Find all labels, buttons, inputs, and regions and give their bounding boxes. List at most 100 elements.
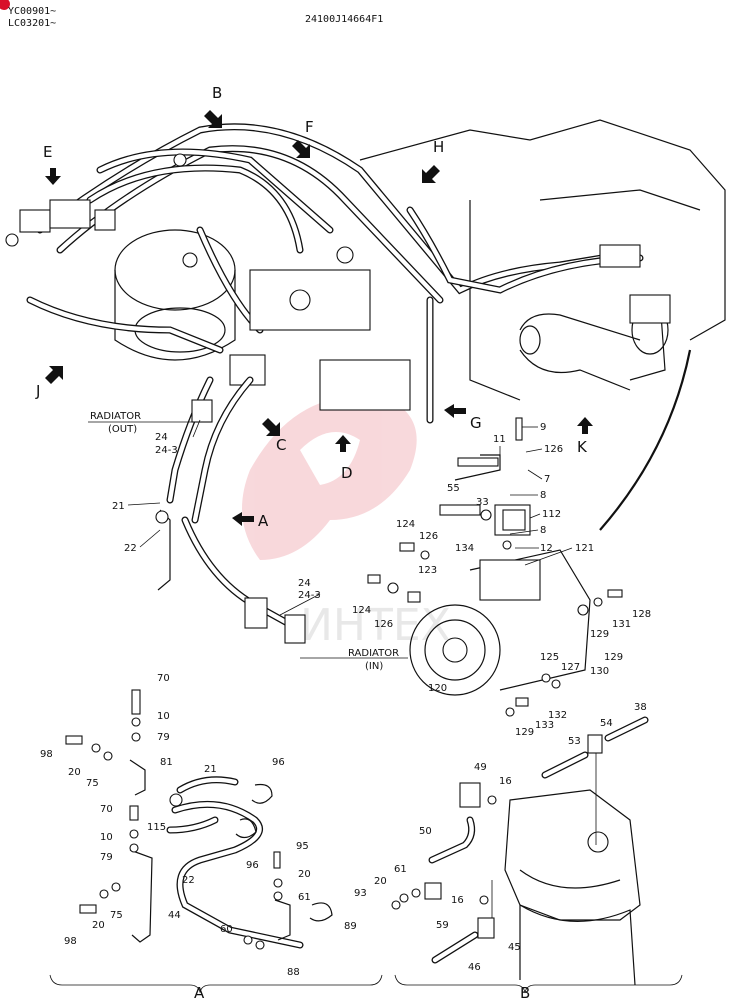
part-number: 20: [374, 876, 387, 887]
part-number: 131: [612, 619, 631, 630]
part-number: 21: [112, 501, 125, 512]
part-number: 93: [354, 888, 367, 899]
detail-b: 49 16 50 38 54 53 20 61 93 59 16 45 46 B: [354, 702, 683, 1000]
arrow-f-icon: [292, 140, 310, 158]
part-number: 120: [428, 683, 447, 694]
part-number: 50: [419, 826, 432, 837]
drawing-number: 24100J14664F1: [305, 14, 383, 25]
part-number: 22: [182, 875, 195, 886]
part-number: 7: [544, 474, 550, 485]
part-number: 70: [100, 804, 113, 815]
part-number: 126: [374, 619, 393, 630]
part-number: 98: [64, 936, 77, 947]
main-fasteners: [367, 417, 623, 717]
arrow-c-icon: [262, 418, 280, 436]
radiator-in-label: RADIATOR: [348, 648, 399, 659]
serial-range-1: YC00901~: [8, 6, 56, 17]
part-number: 38: [634, 702, 647, 713]
part-number: 112: [542, 509, 561, 520]
part-number: 133: [535, 720, 554, 731]
part-number: 88: [287, 967, 300, 978]
part-number: 75: [110, 910, 123, 921]
view-label-k: K: [577, 438, 588, 456]
radiator-out-sub: (OUT): [108, 424, 137, 435]
view-label-a: A: [258, 512, 269, 530]
part-number: 59: [436, 920, 449, 931]
view-label-e: E: [43, 143, 52, 161]
part-number: 125: [540, 652, 559, 663]
part-number: 20: [92, 920, 105, 931]
part-number: 10: [157, 711, 170, 722]
part-number: 11: [493, 434, 506, 445]
arrow-g-icon: [444, 404, 466, 418]
part-number: 60: [220, 924, 233, 935]
main-part-labels: 9 11 126 7 8 8 55 33 112 134 12 121 124 …: [112, 422, 651, 738]
part-number: 134: [455, 543, 474, 554]
part-number: 124: [396, 519, 415, 530]
arrow-e-icon: [45, 168, 61, 185]
main-leaders: [127, 419, 573, 616]
part-number: 126: [544, 444, 563, 455]
part-number: 16: [451, 895, 464, 906]
part-number: 126: [419, 531, 438, 542]
arrow-k-icon: [577, 417, 593, 434]
part-number: 115: [147, 822, 166, 833]
part-number: 96: [272, 757, 285, 768]
part-number: 81: [160, 757, 173, 768]
view-arrows: [45, 110, 593, 526]
part-number: 54: [600, 718, 613, 729]
part-number: 132: [548, 710, 567, 721]
radiator-in-sub: (IN): [365, 661, 383, 672]
arrow-h-icon: [422, 165, 440, 183]
part-number: 46: [468, 962, 481, 973]
part-number: 124: [352, 605, 371, 616]
part-number: 121: [575, 543, 594, 554]
part-number: 79: [100, 852, 113, 863]
part-number: 12: [540, 543, 553, 554]
main-assembly: [5, 119, 726, 696]
part-number: 22: [124, 543, 137, 554]
part-number: 128: [632, 609, 651, 620]
arrow-b-icon: [204, 110, 222, 128]
part-number: 16: [499, 776, 512, 787]
part-number: 49: [474, 762, 487, 773]
part-number: 96: [246, 860, 259, 871]
corner-marker-icon: [0, 0, 10, 10]
part-number: 24: [298, 578, 311, 589]
part-number: 20: [68, 767, 81, 778]
part-number: 44: [168, 910, 181, 921]
part-number: 9: [540, 422, 546, 433]
view-label-f: F: [305, 118, 314, 136]
part-number: 10: [100, 832, 113, 843]
part-number: 75: [86, 778, 99, 789]
part-number: 123: [418, 565, 437, 576]
serial-range-2: LC03201~: [8, 18, 56, 29]
part-number: 95: [296, 841, 309, 852]
part-number: 33: [476, 497, 489, 508]
view-label-j: J: [35, 382, 40, 400]
view-label-d: D: [341, 464, 353, 482]
part-number: 55: [447, 483, 460, 494]
part-number: 24-3: [298, 590, 321, 601]
detail-a: 70 10 79 98 20 75 81 21 96 70 115 10 79 …: [40, 673, 383, 1000]
view-label-b: B: [212, 84, 222, 102]
arrow-d-icon: [335, 435, 351, 452]
part-number: 45: [508, 942, 521, 953]
part-number: 20: [298, 869, 311, 880]
part-number: 53: [568, 736, 581, 747]
part-number: 129: [604, 652, 623, 663]
part-number: 61: [298, 892, 311, 903]
part-number: 61: [394, 864, 407, 875]
radiator-out-label: RADIATOR: [90, 411, 141, 422]
part-number: 8: [540, 525, 546, 536]
part-number: 70: [157, 673, 170, 684]
part-number: 21: [204, 764, 217, 775]
part-number: 8: [540, 490, 546, 501]
view-label-g: G: [470, 414, 482, 432]
view-label-c: C: [276, 436, 286, 454]
part-number: 24: [155, 432, 168, 443]
detail-a-label: A: [194, 984, 205, 1000]
watermark-logo: ИНТЕХ: [242, 396, 451, 651]
part-number: 127: [561, 662, 580, 673]
